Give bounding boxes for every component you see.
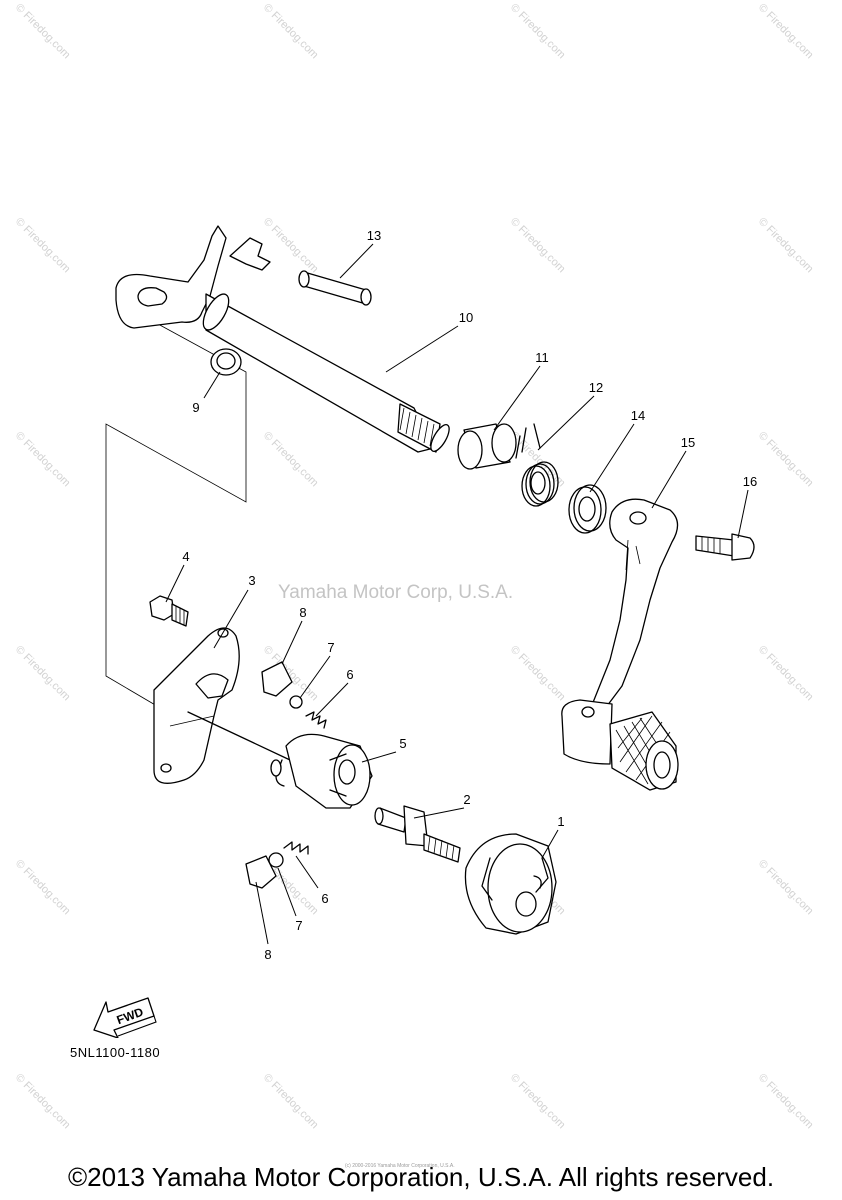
callout-8-upper: 8: [299, 605, 306, 620]
stopper-lower: [245, 855, 277, 889]
leader-lines: [165, 243, 749, 945]
watermark-tile: © Firedog.com: [13, 1072, 73, 1132]
pin-lower: [268, 852, 284, 868]
screw: [149, 595, 189, 627]
diagram-reference-code: 5NL1100-1180: [70, 1045, 161, 1060]
watermark-tile: © Firedog.com: [756, 858, 816, 918]
segment-plate: [153, 627, 291, 784]
watermark-tile: © Firedog.com: [756, 1072, 816, 1132]
watermark-tile: © Firedog.com: [261, 1072, 321, 1132]
watermark-tile: © Firedog.com: [261, 216, 321, 276]
watermark-tile: © Firedog.com: [13, 216, 73, 276]
callout-2: 2: [463, 792, 470, 807]
pedal-bolt: [695, 533, 755, 561]
copyright-notice: ©2013 Yamaha Motor Corporation, U.S.A. A…: [67, 1162, 775, 1192]
watermark-tile: © Firedog.com: [13, 2, 73, 62]
spring-upper: [305, 711, 327, 729]
callout-6-lower: 6: [321, 891, 328, 906]
callout-3: 3: [248, 573, 255, 588]
watermark-tile: © Firedog.com: [756, 216, 816, 276]
oil-seal: [210, 348, 242, 376]
watermark-tile: © Firedog.com: [261, 2, 321, 62]
fine-print: (c) 2000-2016 Yamaha Motor Corporation, …: [345, 1163, 455, 1169]
watermark-tile: © Firedog.com: [756, 430, 816, 490]
shift-pedal: [561, 498, 679, 791]
watermark-tile: © Firedog.com: [508, 216, 568, 276]
watermark-tile: © Firedog.com: [756, 2, 816, 62]
shift-shaft: [115, 225, 450, 453]
callout-13: 13: [367, 228, 381, 243]
fwd-arrow-icon: FWD: [93, 997, 157, 1038]
bearing: [568, 484, 607, 534]
center-watermark: Yamaha Motor Corp, U.S.A.: [278, 582, 514, 603]
callout-6-upper: 6: [346, 667, 353, 682]
callout-15: 15: [681, 435, 695, 450]
callout-7-upper: 7: [327, 640, 334, 655]
stopper-upper: [261, 661, 293, 697]
segment: [270, 733, 373, 809]
watermark-tiles: © Firedog.com © Firedog.com © Firedog.co…: [13, 2, 816, 1132]
callout-9: 9: [192, 400, 199, 415]
callout-11: 11: [535, 350, 549, 365]
callout-7-lower: 7: [295, 918, 302, 933]
callout-12: 12: [589, 380, 603, 395]
collar: [457, 423, 517, 470]
callout-5: 5: [399, 736, 406, 751]
watermark-tile: © Firedog.com: [13, 430, 73, 490]
callout-16: 16: [743, 474, 757, 489]
pin-upper: [289, 695, 303, 709]
drum-segment: [464, 833, 557, 935]
torsion-spring: [515, 423, 559, 507]
callout-4: 4: [182, 549, 189, 564]
callout-1: 1: [557, 814, 564, 829]
watermark-tile: © Firedog.com: [508, 1072, 568, 1132]
watermark-tile: © Firedog.com: [261, 430, 321, 490]
watermark-tile: © Firedog.com: [508, 2, 568, 62]
dowel-pin: [298, 270, 372, 306]
spring-lower: [283, 841, 309, 855]
callout-8-lower: 8: [264, 947, 271, 962]
stopper-screw: [374, 805, 461, 863]
watermark-tile: © Firedog.com: [13, 858, 73, 918]
callout-10: 10: [459, 310, 473, 325]
watermark-tile: © Firedog.com: [508, 644, 568, 704]
watermark-tile: © Firedog.com: [13, 644, 73, 704]
callout-14: 14: [631, 408, 645, 423]
watermark-tile: © Firedog.com: [756, 644, 816, 704]
